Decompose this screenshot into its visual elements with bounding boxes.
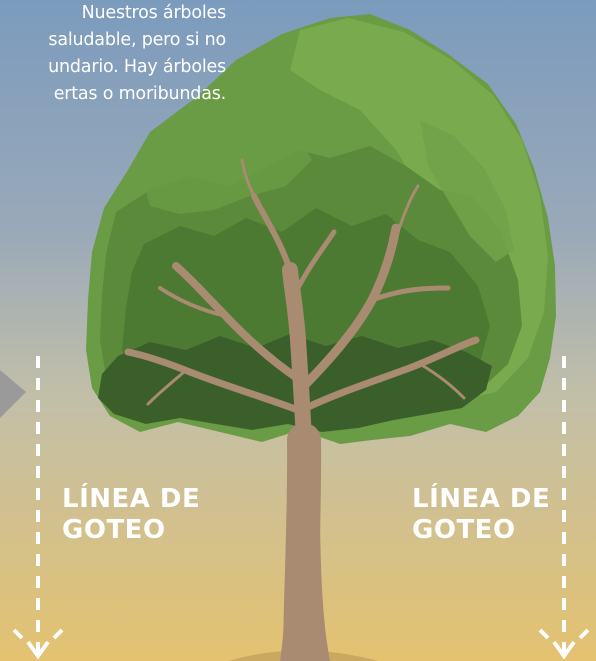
drip-line-label-right-line2: GOTEO [412,515,516,545]
trunk-base [280,500,330,661]
drip-line-label-right-line1: LÍNEA DE [412,484,551,514]
intro-text: Nuestros árboles saludable, pero si no u… [0,0,226,108]
intro-line-3: undario. Hay árboles [48,57,226,77]
drip-line-left [12,356,64,660]
drip-line-right [538,356,590,660]
drip-line-label-right: LÍNEA DE GOTEO [412,484,550,546]
drip-line-label-left-line1: LÍNEA DE [62,484,201,514]
intro-line-1: Nuestros árboles [81,3,227,23]
intro-line-2: saludable, pero si no [48,30,226,50]
callout-pointer [0,370,26,418]
drip-line-label-left: LÍNEA DE GOTEO [62,484,200,546]
intro-line-4: ertas o moribundas. [53,84,227,104]
drip-line-label-left-line2: GOTEO [62,515,166,545]
